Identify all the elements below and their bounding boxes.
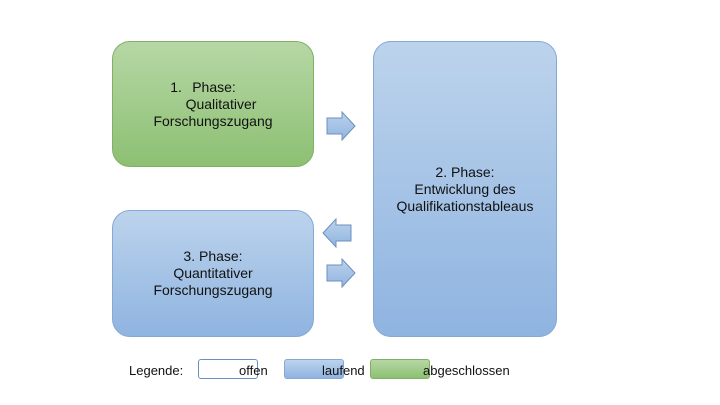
legend-label-running: laufend (322, 363, 365, 378)
legend-swatch-running (284, 359, 344, 379)
phase-2-line-2: Entwicklung des (414, 180, 516, 197)
phase-3-line-2: Quantitativer (173, 265, 253, 281)
arrow-right-icon (326, 111, 356, 141)
phase-1-line-2: Qualitativer (185, 95, 257, 112)
legend-swatch-completed (370, 359, 430, 379)
phase-1-box: 1. Phase: Qualitativer Forschungszugang (112, 41, 314, 167)
legend-label-completed: abgeschlossen (423, 363, 510, 378)
phase-2-box: 2. Phase: Entwicklung des Qualifikations… (373, 41, 557, 337)
phase-2-line-3: Qualifikationstableaus (396, 197, 534, 214)
phase-3-line-3: Forschungszugang (153, 282, 273, 298)
phase-1-heading: 1. Phase: (170, 79, 236, 96)
legend-title: Legende: (129, 363, 184, 378)
phase-3-box: 3. Phase: Quantitativer Forschungszugang (112, 210, 314, 337)
arrow-left-icon (322, 218, 352, 248)
arrow-right-icon (326, 258, 356, 288)
phase-3-line-1: 3. Phase: (183, 248, 243, 264)
legend-swatch-open (198, 359, 258, 379)
phase-1-title: Phase: (192, 78, 236, 95)
phase-2-line-1: 2. Phase: (435, 163, 495, 180)
legend-label-open: offen (239, 363, 268, 378)
legend: Legende: offen laufend abgeschlossen (0, 358, 720, 382)
phase-1-number: 1. (170, 78, 182, 95)
phase-1-line-3: Forschungszugang (153, 112, 273, 129)
